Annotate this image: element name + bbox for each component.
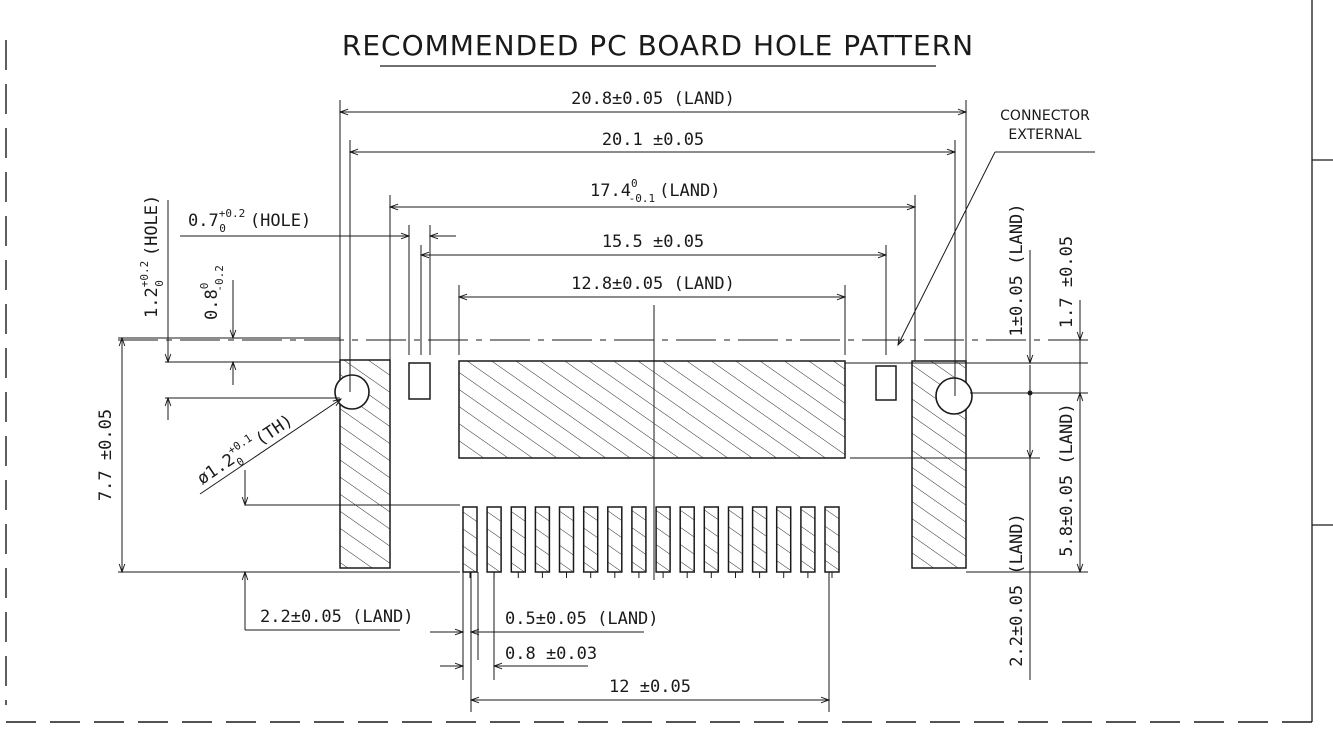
signal-pad-row xyxy=(462,506,840,578)
signal-land xyxy=(775,506,792,573)
dim-offset: 0.80-0.2 xyxy=(198,265,226,320)
signal-land xyxy=(824,506,840,573)
dim-offset-tol-upper: 0 xyxy=(198,283,211,290)
dim-signal-span: 12 ±0.05 xyxy=(609,677,691,697)
dim-small-hole: 0.7+0.2 0 (HOLE) xyxy=(188,207,311,235)
dim-inner-land-tol-lower: -0.1 xyxy=(629,192,656,205)
dim-signal-land-width: 0.5±0.05 (LAND) xyxy=(505,609,659,629)
dim-hole-height-tol-upper: +0.2 xyxy=(138,261,151,288)
signal-land xyxy=(631,506,647,573)
dim-inner-land: 17.40 -0.1(LAND) xyxy=(590,177,721,205)
dim-offset-tol-lower: -0.2 xyxy=(213,265,226,292)
dim-small-hole-main: 0.7 xyxy=(188,211,219,231)
dim-land-width: 20.8±0.05 (LAND) xyxy=(571,89,735,109)
dim-hole-height-tol-lower: 0 xyxy=(153,280,166,287)
right-small-hole-land xyxy=(875,365,897,401)
dim-small-hole-suffix: (HOLE) xyxy=(250,211,311,231)
dimension-lines xyxy=(122,112,1095,700)
dimension-origin-dot xyxy=(1027,390,1033,396)
left-through-hole xyxy=(334,374,370,410)
dim-signal-land-height: 2.2±0.05 (LAND) xyxy=(260,607,414,627)
dim-through-hole-tol-upper: +0.1 xyxy=(225,432,254,458)
left-small-hole-land xyxy=(408,362,431,400)
signal-land xyxy=(582,506,599,573)
center-land xyxy=(458,360,846,459)
dim-inner-land-main: 17.4 xyxy=(590,181,631,201)
dim-center-land: 12.8±0.05 (LAND) xyxy=(571,274,735,294)
signal-land xyxy=(534,506,551,573)
signal-land xyxy=(510,506,527,573)
signal-land xyxy=(607,506,623,573)
right-through-hole xyxy=(935,377,973,415)
signal-land xyxy=(679,506,695,573)
dim-offset-main: 0.8 xyxy=(202,289,222,320)
connector-label-line1: CONNECTOR xyxy=(1000,108,1090,124)
land-pattern xyxy=(334,359,973,578)
signal-land xyxy=(558,506,575,573)
dim-inner-land-tol-upper: 0 xyxy=(631,177,638,190)
dim-hole-height-suffix: (HOLE) xyxy=(142,195,162,256)
signal-land xyxy=(655,506,671,573)
dim-overall-height: 7.7 ±0.05 xyxy=(96,409,116,501)
drawing-title: RECOMMENDED PC BOARD HOLE PATTERN xyxy=(342,29,974,62)
signal-land xyxy=(703,506,720,573)
connector-label-line2: EXTERNAL xyxy=(1008,127,1081,143)
dim-signal-pitch: 0.8 ±0.03 xyxy=(505,644,597,664)
dim-hole-pitch: 20.1 ±0.05 xyxy=(602,130,704,150)
dim-right-land-height: 5.8±0.05 (LAND) xyxy=(1057,403,1077,557)
signal-land xyxy=(751,506,768,573)
sheet-frame xyxy=(5,0,1333,723)
dim-small-hole-tol-lower: 0 xyxy=(219,222,226,235)
dim-right-top-land: 1±0.05 (LAND) xyxy=(1007,203,1027,336)
signal-land xyxy=(800,506,816,573)
signal-land xyxy=(486,506,502,573)
dim-right-step: 1.7 ±0.05 xyxy=(1057,236,1077,328)
dim-small-hole-tol-upper: +0.2 xyxy=(219,207,246,220)
dim-right-bottom-land: 2.2±0.05 (LAND) xyxy=(1007,513,1027,667)
extension-lines xyxy=(118,100,1088,712)
dim-small-hole-pitch: 15.5 ±0.05 xyxy=(602,232,704,252)
signal-land xyxy=(462,506,478,573)
dim-inner-land-suffix: (LAND) xyxy=(659,181,720,201)
signal-land xyxy=(727,506,744,573)
dim-hole-height-main: 1.2 xyxy=(142,287,162,318)
